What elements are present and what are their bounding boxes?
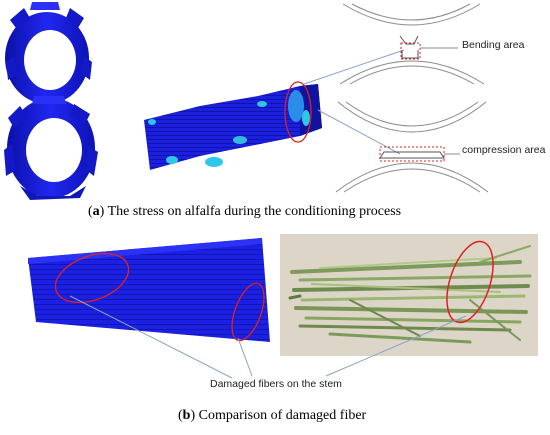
leader-line xyxy=(237,337,253,377)
stress-spot xyxy=(205,157,223,167)
caption-panel-a: (a) The stress on alfalfa during the con… xyxy=(88,204,402,219)
compression-area-label: compression area xyxy=(462,144,546,156)
alfalfa-stems-photo xyxy=(280,234,538,356)
leader-line xyxy=(317,109,401,155)
damaged-fibers-label: Damaged fibers on the stem xyxy=(210,378,342,390)
stress-spot xyxy=(233,136,247,144)
caption-a-text: The stress on alfalfa during the conditi… xyxy=(104,204,402,219)
stem-model-panel-b xyxy=(28,238,270,342)
stress-spot xyxy=(257,101,267,107)
leader-line xyxy=(69,295,233,379)
compression-area-schematic xyxy=(335,101,489,193)
damage-highlight-ellipse xyxy=(284,81,312,143)
damage-highlight-ellipse xyxy=(54,252,130,304)
caption-b-text: Comparison of damaged fiber xyxy=(195,408,367,423)
roller-model-lower xyxy=(4,96,98,200)
stress-spot xyxy=(166,156,178,164)
stressed-stem-model xyxy=(144,81,322,170)
caption-panel-b: (b) Comparison of damaged fiber xyxy=(178,408,367,423)
roller-model-upper xyxy=(5,2,92,104)
stress-spot xyxy=(148,119,156,125)
stress-spot xyxy=(288,90,304,122)
bending-area-label: Bending area xyxy=(462,39,525,51)
stress-spot xyxy=(302,110,310,126)
damage-highlight-ellipse xyxy=(231,282,265,342)
leader-line xyxy=(325,315,467,377)
panel-b-letter: b xyxy=(182,408,191,423)
leader-line xyxy=(303,49,405,85)
panel-a-letter: a xyxy=(92,204,100,219)
damage-highlight-ellipse xyxy=(446,240,494,324)
bending-area-schematic xyxy=(339,3,485,85)
